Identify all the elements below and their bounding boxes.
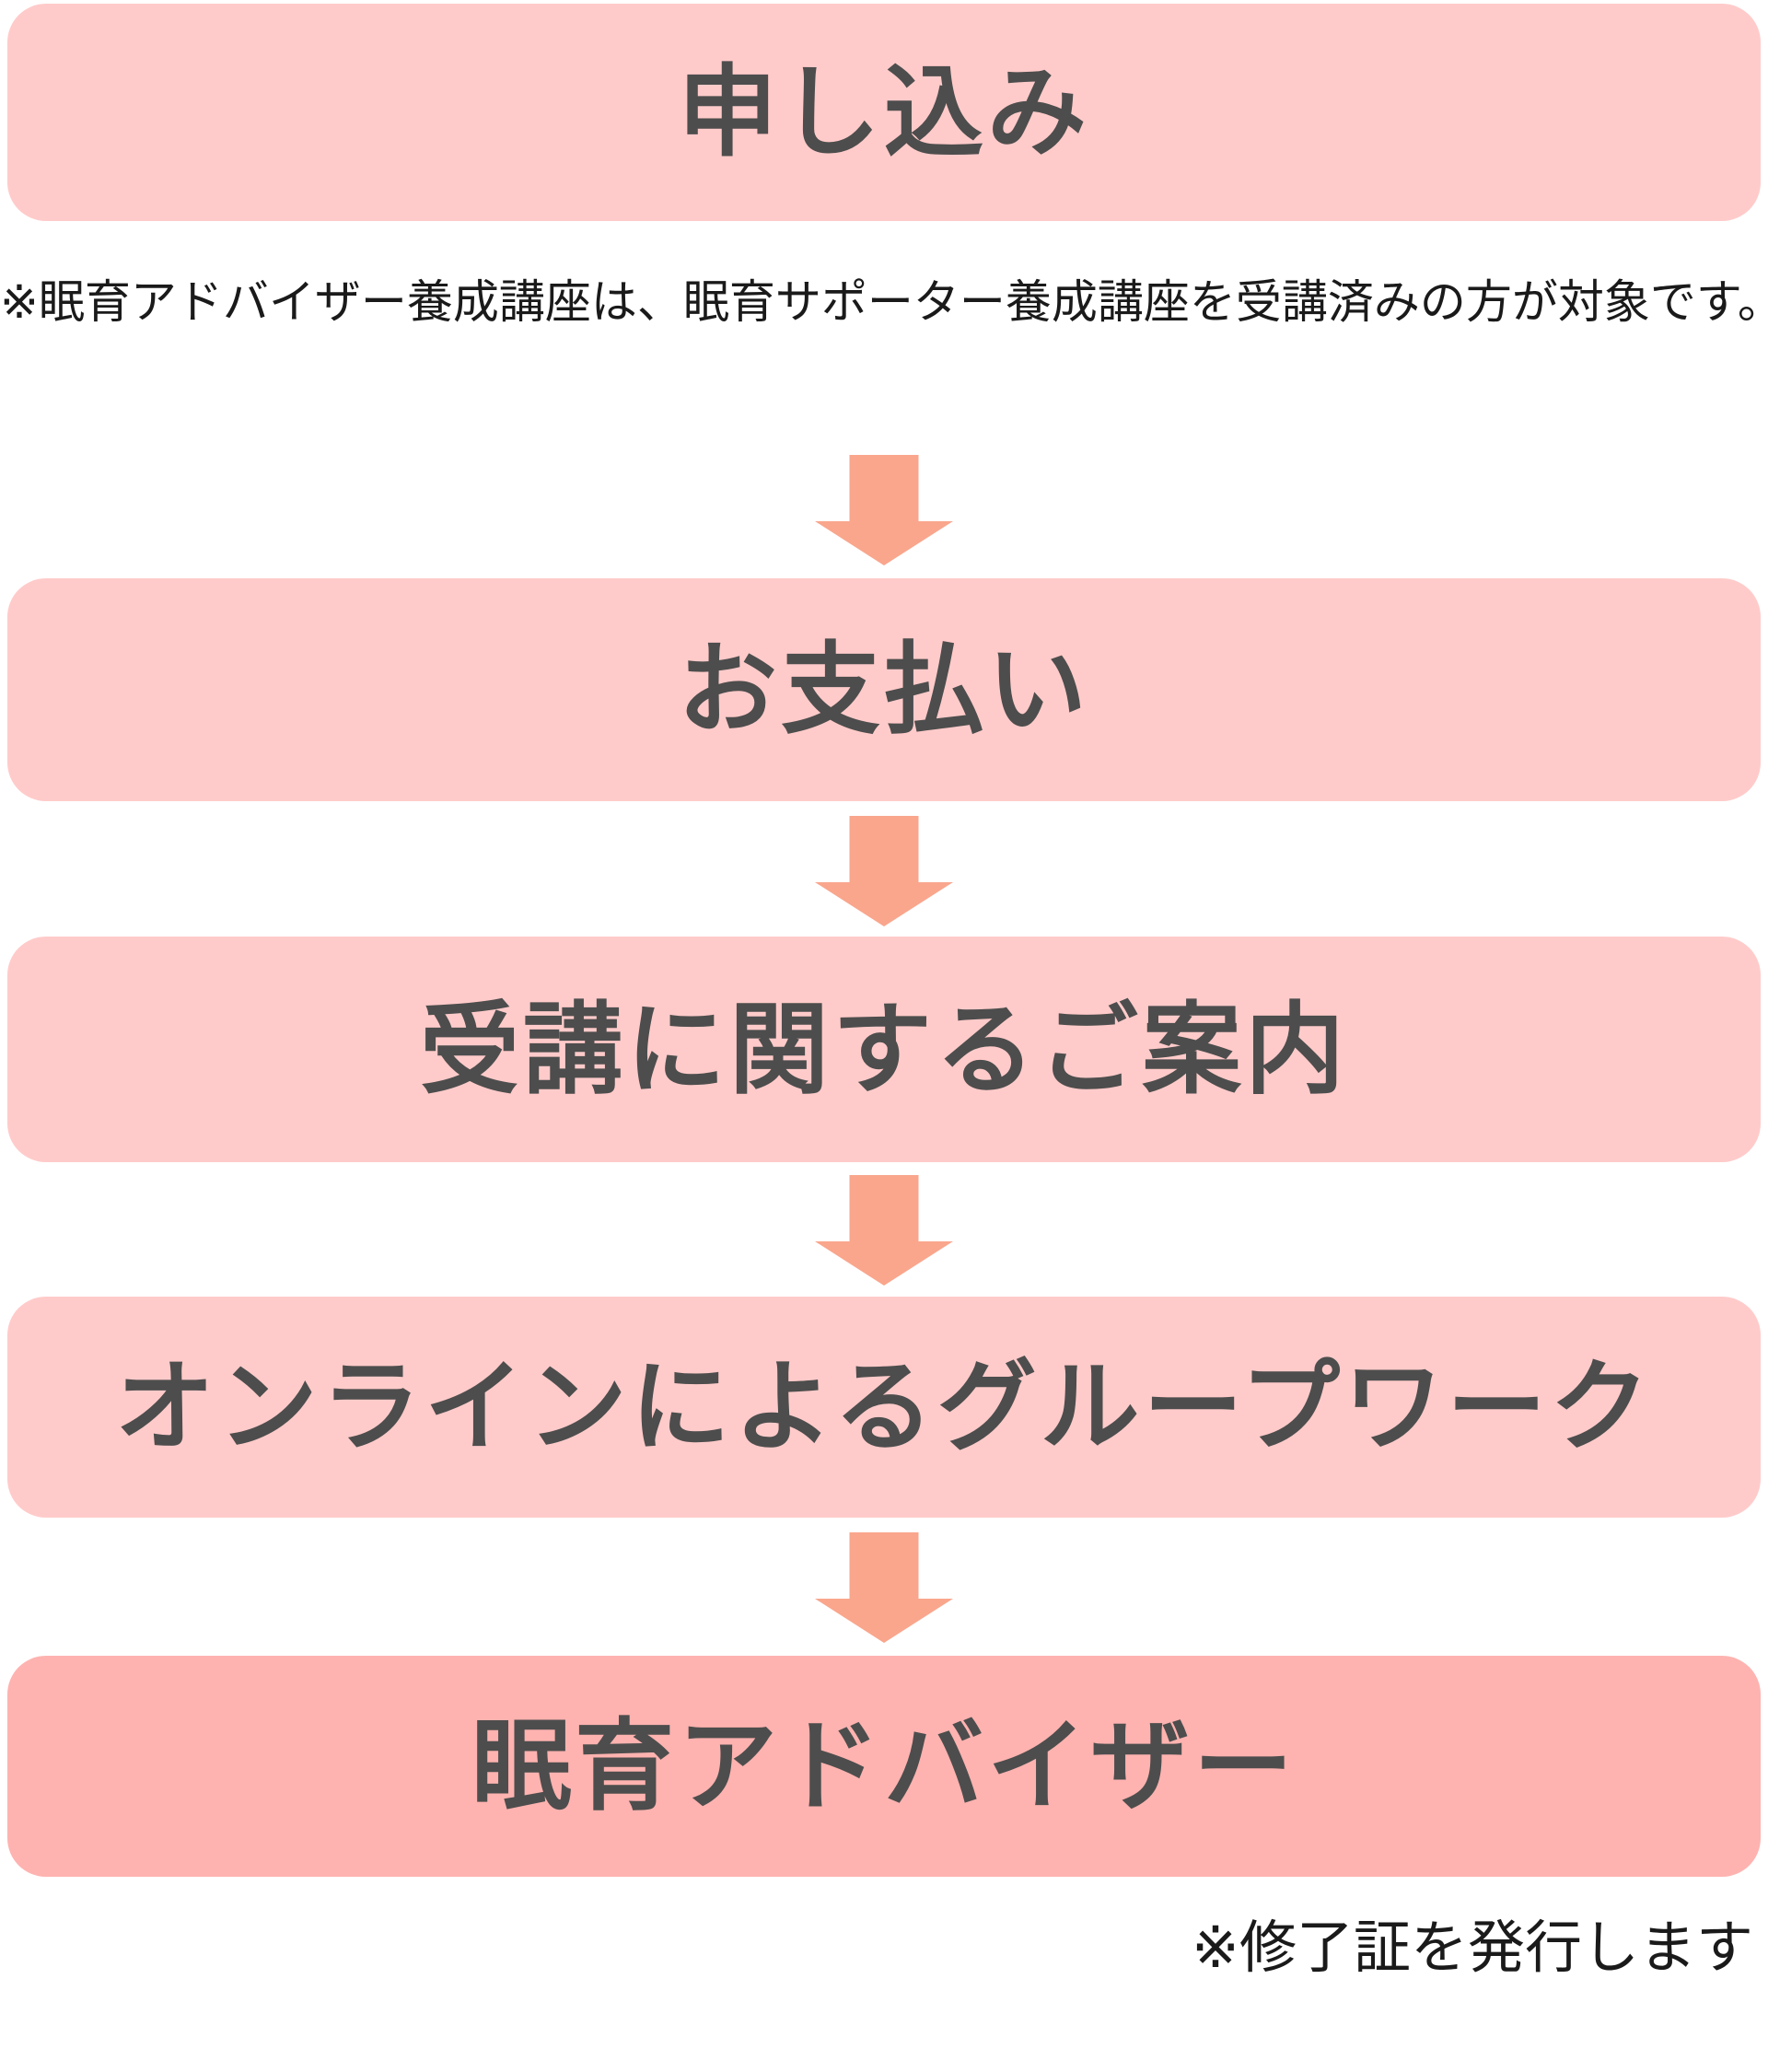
step-box-course-guidance: 受講に関するご案内	[7, 937, 1761, 1162]
arrow-down-icon	[815, 1532, 953, 1643]
eligibility-note: ※眠育アドバイザー養成講座は、眠育サポーター養成講座を受講済みの方が対象です。	[0, 276, 1768, 328]
step-label-course-guidance: 受講に関するご案内	[419, 993, 1348, 1105]
step-label-sleep-advisor: 眠育アドバイザー	[471, 1710, 1297, 1822]
arrow-down-icon	[815, 1175, 953, 1286]
arrow-down-icon	[815, 455, 953, 565]
step-box-application: 申し込み	[7, 4, 1761, 221]
step-box-payment: お支払い	[7, 578, 1761, 801]
step-label-payment: お支払い	[677, 634, 1090, 745]
step-box-online-groupwork: オンラインによるグループワーク	[7, 1297, 1761, 1518]
certificate-note: ※修了証を発行します	[1192, 1916, 1753, 1980]
step-label-application: 申し込み	[677, 56, 1090, 168]
arrow-down-icon	[815, 816, 953, 926]
step-box-sleep-advisor: 眠育アドバイザー	[7, 1656, 1761, 1877]
step-label-online-groupwork: オンラインによるグループワーク	[114, 1351, 1654, 1462]
